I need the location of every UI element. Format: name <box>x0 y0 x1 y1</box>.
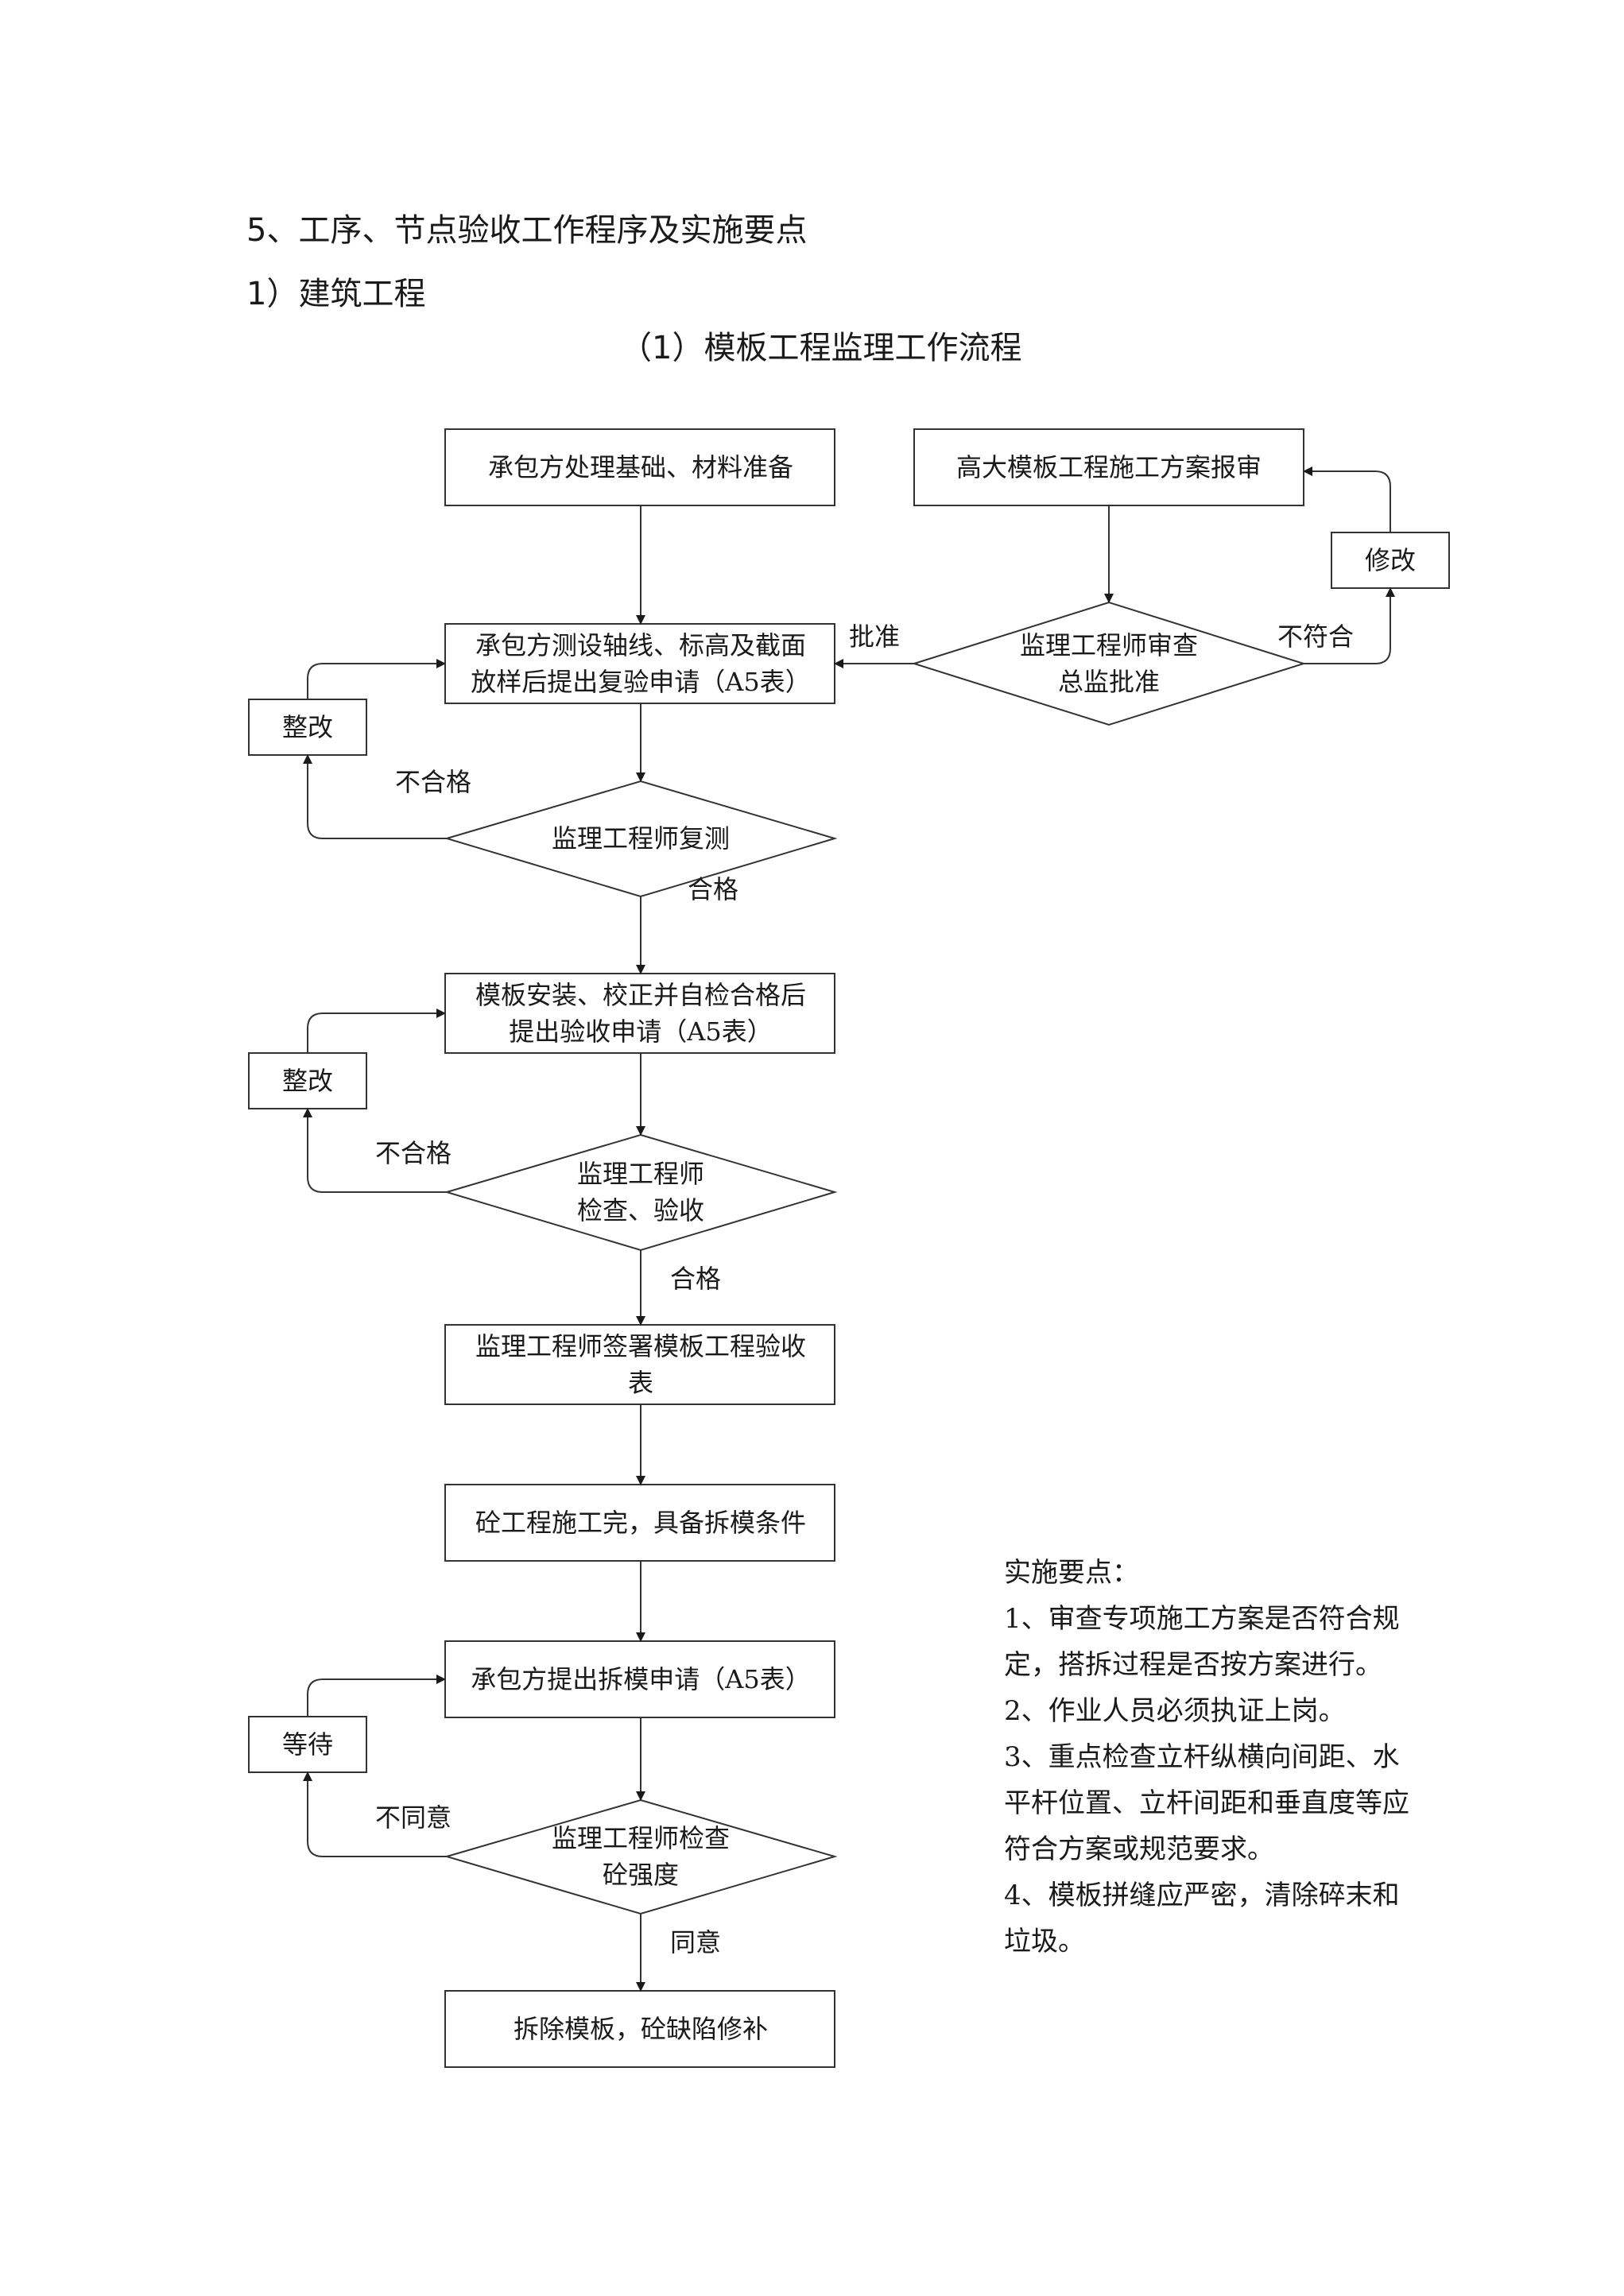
node-sign-form <box>444 1324 835 1405</box>
implementation-notes: 实施要点： 1、审查专项施工方案是否符合规 定，搭拆过程是否按方案进行。 2、作… <box>1004 1550 1409 1965</box>
notes-line: 定，搭拆过程是否按方案进行。 <box>1004 1649 1382 1681</box>
notes-line: 4、模板拼缝应严密，清除碎末和 <box>1004 1880 1400 1911</box>
node-rectify-1-text: 整改 <box>282 712 333 742</box>
edge-label-pass-2: 合格 <box>670 1264 721 1294</box>
node-text-line: 拆除模板，砼缺陷修补 <box>514 2014 768 2044</box>
node-wait <box>248 1716 367 1773</box>
node-formwork-install-text: 模板安装、校正并自检合格后提出验收申请（A5表） <box>475 980 806 1047</box>
node-text-line: 监理工程师检查 <box>552 1823 730 1853</box>
edge-label-disagree: 不同意 <box>375 1802 452 1833</box>
edge-n15-n14 <box>303 1771 447 1857</box>
node-text-line: 砼强度 <box>603 1860 679 1890</box>
node-text-line: 放样后提出复验申请（A5表） <box>471 667 810 697</box>
node-text-line: 监理工程师审查 <box>1020 630 1198 660</box>
node-rectify-2-text: 整改 <box>282 1066 333 1096</box>
node-recheck-diamond-text: 监理工程师复测 <box>552 823 730 854</box>
node-rectify-2 <box>248 1052 367 1109</box>
node-concrete-done-text: 砼工程施工完，具备拆模条件 <box>475 1508 806 1538</box>
node-text-line: 承包方提出拆模申请（A5表） <box>471 1664 810 1694</box>
node-text-line: 修改 <box>1365 545 1416 575</box>
node-prepare-foundation-text: 承包方处理基础、材料准备 <box>488 452 793 482</box>
node-inspect-diamond <box>444 1133 838 1252</box>
edge-n5-n3 <box>1304 587 1395 664</box>
node-plan-submission-text: 高大模板工程施工方案报审 <box>956 452 1262 482</box>
node-text-line: 砼工程施工完，具备拆模条件 <box>475 1508 806 1538</box>
edge-label-not-conform: 不符合 <box>1277 621 1354 652</box>
notes-line: 2、作业人员必须执证上岗。 <box>1004 1695 1346 1727</box>
node-review-diamond-text: 监理工程师审查总监批准 <box>1020 630 1198 697</box>
edge-n6-n4 <box>307 659 446 699</box>
node-concrete-done <box>444 1484 835 1562</box>
node-text-line: 等待 <box>282 1729 333 1760</box>
node-sign-form-text: 监理工程师签署模板工程验收表 <box>475 1331 806 1398</box>
node-review-diamond <box>911 601 1307 726</box>
node-text-line: 整改 <box>282 712 333 742</box>
notes-line: 平杆位置、立杆间距和垂直度等应 <box>1004 1787 1409 1819</box>
node-text-line: 提出验收申请（A5表） <box>509 1016 772 1047</box>
node-revise-text: 修改 <box>1365 545 1416 575</box>
edge-label-fail-1: 不合格 <box>395 767 471 797</box>
node-layout-request-text: 承包方测设轴线、标高及截面放样后提出复验申请（A5表） <box>471 630 810 697</box>
node-text-line: 承包方处理基础、材料准备 <box>488 452 793 482</box>
node-text-line: 表 <box>628 1368 653 1398</box>
edge-n3-n2 <box>1303 467 1391 532</box>
subsection-title: 1）建筑工程 <box>246 276 426 312</box>
node-remove-formwork-text: 拆除模板，砼缺陷修补 <box>514 2014 768 2044</box>
notes-title: 实施要点： <box>1004 1557 1139 1589</box>
node-text-line: 总监批准 <box>1058 667 1160 697</box>
section-title: 5、工序、节点验收工作程序及实施要点 <box>246 212 808 249</box>
node-remove-formwork <box>444 1990 835 2068</box>
notes-line: 1、审查专项施工方案是否符合规 <box>1004 1603 1400 1635</box>
edge-n7-n6 <box>303 754 447 839</box>
node-inspect-diamond-text: 监理工程师检查、验收 <box>577 1159 704 1225</box>
node-text-line: 监理工程师复测 <box>552 823 730 854</box>
node-prepare-foundation <box>444 428 835 506</box>
edge-label-pass-1: 合格 <box>688 874 738 904</box>
node-wait-text: 等待 <box>282 1729 333 1760</box>
notes-line: 符合方案或规范要求。 <box>1004 1833 1274 1865</box>
node-rectify-1 <box>248 699 367 756</box>
node-text-line: 承包方测设轴线、标高及截面 <box>475 630 806 660</box>
flow-title: （1）模板工程监理工作流程 <box>620 330 1022 366</box>
edge-n14-n13 <box>307 1675 446 1717</box>
node-text-line: 高大模板工程施工方案报审 <box>956 452 1262 482</box>
node-text-line: 整改 <box>282 1066 333 1096</box>
node-strength-diamond <box>444 1798 838 1915</box>
notes-line: 3、重点检查立杆纵横向间距、水 <box>1004 1741 1400 1773</box>
node-strength-diamond-text: 监理工程师检查砼强度 <box>552 1823 730 1890</box>
edge-label-agree: 同意 <box>670 1927 721 1957</box>
node-text-line: 检查、验收 <box>577 1195 704 1225</box>
node-text-line: 监理工程师 <box>577 1159 704 1189</box>
edge-n10-n9 <box>303 1108 447 1193</box>
notes-line: 垃圾。 <box>1004 1926 1085 1957</box>
node-text-line: 模板安装、校正并自检合格后 <box>475 980 806 1010</box>
edge-label-approve: 批准 <box>849 621 900 652</box>
node-demold-request-text: 承包方提出拆模申请（A5表） <box>471 1664 810 1694</box>
edge-n9-n8 <box>307 1009 446 1053</box>
node-text-line: 监理工程师签署模板工程验收 <box>475 1331 806 1361</box>
node-demold-request <box>444 1640 835 1718</box>
edge-label-fail-2: 不合格 <box>375 1138 452 1168</box>
node-recheck-diamond <box>444 780 838 898</box>
node-formwork-install <box>444 973 835 1054</box>
